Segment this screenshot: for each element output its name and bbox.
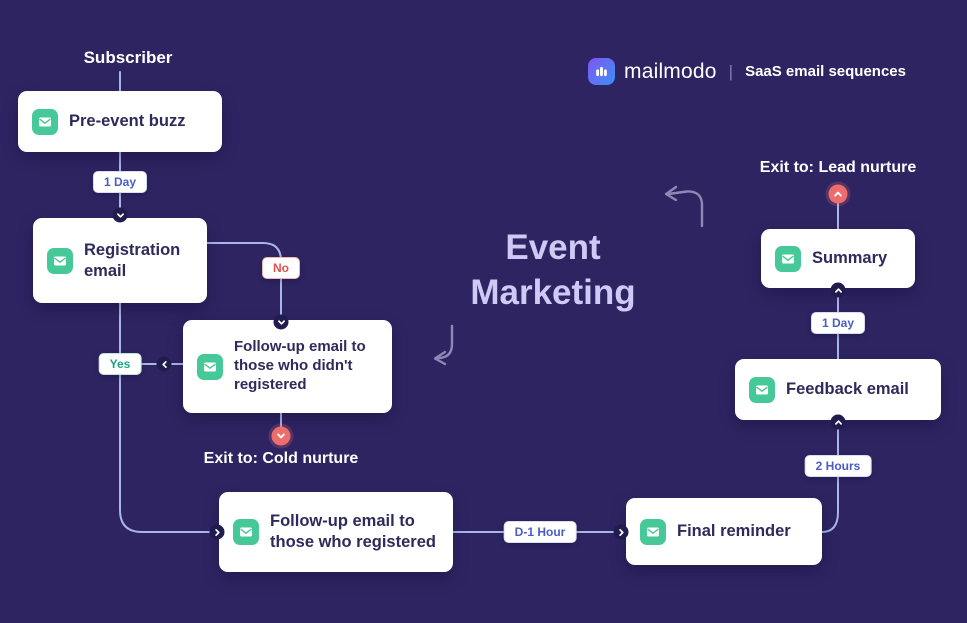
email-icon bbox=[775, 245, 801, 272]
node-label: Pre-event buzz bbox=[69, 112, 186, 131]
node-followup-not-registered: Follow-up email to those who didn't regi… bbox=[183, 320, 392, 413]
email-icon bbox=[640, 518, 666, 545]
email-icon bbox=[32, 108, 58, 135]
chevron-left-icon bbox=[156, 356, 172, 372]
node-label: Summary bbox=[812, 249, 888, 268]
chevron-right-icon bbox=[613, 524, 629, 540]
node-label: Registration email bbox=[84, 240, 181, 280]
branch-badge-no: No bbox=[262, 257, 300, 279]
page-title: Event Marketing bbox=[403, 226, 703, 316]
wire-right-column bbox=[821, 202, 839, 533]
exit-label-lead-nurture: Exit to: Lead nurture bbox=[759, 159, 917, 176]
brand-header: mailmodo | SaaS email sequences bbox=[588, 58, 906, 85]
decorative-arrow-top bbox=[666, 190, 704, 228]
entry-label-subscriber: Subscriber bbox=[83, 48, 173, 67]
brand-wordmark: mailmodo bbox=[624, 59, 717, 83]
brand-divider: | bbox=[728, 61, 734, 81]
node-final-reminder: Final reminder bbox=[626, 498, 822, 565]
node-followup-registered: Follow-up email to those who registered bbox=[219, 492, 453, 572]
email-icon bbox=[197, 353, 223, 380]
node-registration-email: Registration email bbox=[33, 218, 207, 303]
decorative-arrow-top-head bbox=[664, 185, 678, 202]
mailmodo-logo-icon bbox=[588, 58, 615, 85]
node-summary: Summary bbox=[761, 229, 915, 288]
delay-badge-1-day: 1 Day bbox=[92, 171, 148, 193]
delay-badge-1-day-2: 1 Day bbox=[810, 312, 866, 334]
decorative-arrow-bottom-head bbox=[433, 350, 447, 366]
page-title-line2: Marketing bbox=[470, 272, 636, 312]
node-label: Final reminder bbox=[677, 522, 791, 541]
node-label: Feedback email bbox=[786, 380, 909, 399]
exit-node-lead-nurture bbox=[828, 184, 848, 204]
chevron-down-icon bbox=[112, 207, 128, 223]
node-feedback-email: Feedback email bbox=[735, 359, 941, 420]
email-icon bbox=[749, 376, 775, 403]
chevron-down-icon bbox=[273, 314, 289, 330]
decorative-arrow-bottom bbox=[434, 324, 454, 360]
chevron-up-icon bbox=[830, 414, 846, 430]
exit-label-cold-nurture: Exit to: Cold nurture bbox=[203, 450, 359, 467]
chevron-up-icon bbox=[830, 282, 846, 298]
email-icon bbox=[47, 247, 73, 274]
node-pre-event-buzz: Pre-event buzz bbox=[18, 91, 222, 152]
chevron-right-icon bbox=[209, 524, 225, 540]
node-label: Follow-up email to those who didn't regi… bbox=[234, 338, 366, 393]
page-title-line1: Event bbox=[505, 228, 601, 267]
wire-yes-main-line bbox=[119, 302, 222, 533]
brand-tagline: SaaS email sequences bbox=[745, 63, 906, 80]
node-label: Follow-up email to those who registered bbox=[270, 512, 436, 551]
exit-node-cold-nurture bbox=[271, 426, 291, 446]
email-icon bbox=[233, 519, 259, 545]
delay-badge-2-hours: 2 Hours bbox=[804, 455, 872, 477]
delay-badge-d1-hour: D-1 Hour bbox=[503, 521, 577, 543]
branch-badge-yes: Yes bbox=[98, 353, 142, 375]
